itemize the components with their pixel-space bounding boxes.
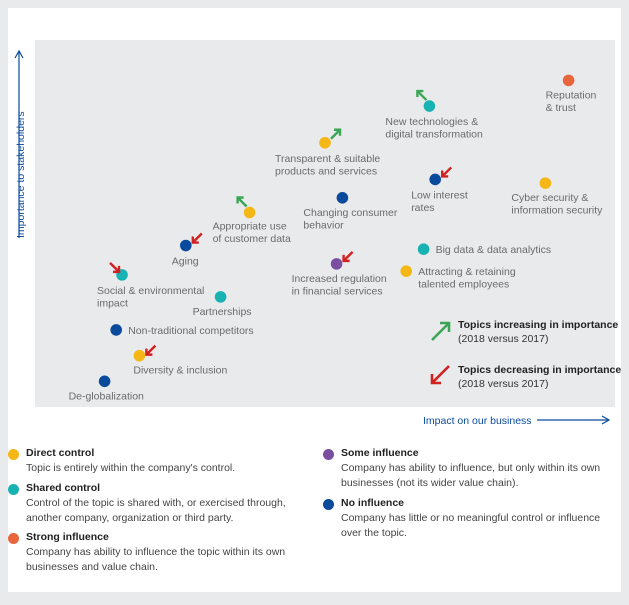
- no-influence-dot-icon: [323, 499, 334, 510]
- legend-description: Company has ability to influence, but on…: [341, 462, 601, 489]
- materiality-matrix: Importance to stakeholders Impact on our…: [14, 49, 621, 427]
- legend-title: Some influence: [341, 447, 419, 459]
- plot-area: [35, 40, 615, 407]
- direct-control-dot-icon: [8, 449, 19, 460]
- increase-arrow-icon: [431, 321, 451, 341]
- top-strip: [35, 8, 615, 32]
- data-point: [133, 349, 146, 362]
- strong-influence-dot-icon: [8, 533, 19, 544]
- y-axis: Importance to stakeholders: [14, 49, 27, 238]
- data-point: [319, 136, 331, 149]
- decrease-arrow-icon: [191, 232, 203, 244]
- increase-arrow-icon: [330, 128, 342, 140]
- x-axis: Impact on our business: [423, 415, 611, 427]
- topic-big-data-and-data-analytics: Big data & data analytics: [417, 243, 552, 256]
- data-point: [110, 324, 122, 336]
- legend-description: Company has ability to influence the top…: [26, 546, 286, 573]
- trend-notes: Topics increasing in importance (2018 ver…: [430, 319, 621, 390]
- topic-non-traditional-competitors: Non-traditional competitors: [110, 324, 254, 337]
- point-label: Partnerships: [193, 306, 252, 318]
- legend-description: Control of the topic is shared with, or …: [26, 497, 286, 524]
- decrease-arrow-icon: [145, 344, 157, 356]
- trend-note-subtitle: (2018 versus 2017): [458, 333, 548, 345]
- topic-partnerships: Partnerships: [193, 291, 252, 318]
- legend-description: Topic is entirely within the company's c…: [26, 462, 236, 474]
- topic-reputation-and-trust: Reputation& trust: [546, 74, 597, 114]
- topic-diversity-and-inclusion: Diversity & inclusion: [133, 344, 228, 377]
- trend-note-title: Topics increasing in importance: [458, 319, 618, 331]
- trend-note-down: Topics decreasing in importance (2018 ver…: [430, 364, 621, 390]
- point-label: Aging: [172, 256, 199, 268]
- legend-title: No influence: [341, 497, 405, 509]
- point-label: Cyber security &information security: [511, 192, 603, 217]
- data-point: [400, 265, 413, 278]
- shared-control-dot-icon: [8, 484, 19, 495]
- topic-aging: Aging: [172, 232, 203, 268]
- topic-cyber-security-and-information-security: Cyber security &information security: [511, 177, 603, 217]
- data-point: [336, 192, 349, 204]
- legend-title: Direct control: [26, 447, 95, 459]
- decrease-arrow-icon: [109, 262, 121, 274]
- point-label: Big data & data analytics: [436, 244, 552, 256]
- legend-description: Company has little or no meaningful cont…: [341, 512, 601, 539]
- point-label: New technologies &digital transformation: [385, 116, 483, 141]
- data-point: [539, 177, 552, 189]
- trend-note-subtitle: (2018 versus 2017): [458, 378, 548, 390]
- data-point: [417, 243, 430, 255]
- point-label: Diversity & inclusion: [133, 365, 227, 377]
- decrease-arrow-icon: [430, 365, 450, 385]
- topic-new-technologies-and-digital-transformation: New technologies &digital transformation: [385, 89, 483, 141]
- data-point: [429, 173, 442, 186]
- data-point: [98, 375, 111, 388]
- y-axis-label: Importance to stakeholders: [15, 111, 27, 238]
- point-label: De-globalization: [69, 390, 144, 402]
- x-axis-label: Impact on our business: [423, 415, 532, 427]
- increase-arrow-icon: [416, 89, 428, 101]
- trend-note-up: Topics increasing in importance (2018 ver…: [431, 319, 618, 345]
- data-point: [562, 74, 575, 87]
- point-label: Non-traditional competitors: [128, 325, 253, 337]
- data-point: [243, 206, 256, 219]
- data-point: [214, 291, 227, 303]
- increase-arrow-icon: [236, 196, 248, 208]
- legend-title: Shared control: [26, 482, 101, 494]
- data-point: [180, 239, 192, 252]
- trend-note-title: Topics decreasing in importance: [458, 364, 621, 376]
- data-point: [330, 258, 343, 270]
- point-label: Reputation& trust: [546, 89, 597, 114]
- some-influence-dot-icon: [323, 449, 334, 460]
- category-legend: Direct control Topic is entirely within …: [8, 442, 621, 592]
- decrease-arrow-icon: [342, 251, 354, 263]
- decrease-arrow-icon: [441, 166, 453, 178]
- topic-de-globalization: De-globalization: [69, 375, 144, 402]
- legend-title: Strong influence: [26, 531, 109, 543]
- data-point: [423, 100, 436, 112]
